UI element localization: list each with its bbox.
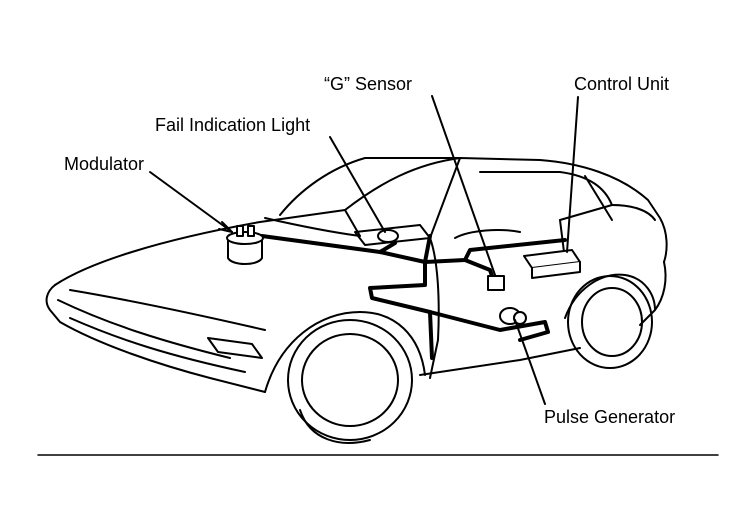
label-modulator: Modulator bbox=[64, 154, 145, 174]
control-unit-box bbox=[523, 249, 581, 279]
label-fail-indication-light: Fail Indication Light bbox=[155, 115, 311, 135]
front-wheel bbox=[287, 319, 413, 444]
fail-light-unit bbox=[377, 229, 399, 243]
label-g-sensor: “G” Sensor bbox=[324, 74, 413, 94]
modulator-unit bbox=[226, 225, 264, 265]
car-body bbox=[45, 157, 668, 393]
label-pulse-generator: Pulse Generator bbox=[544, 407, 676, 427]
wiring-harness bbox=[260, 234, 567, 360]
leader-lines bbox=[149, 95, 579, 405]
g-sensor-unit bbox=[487, 275, 505, 291]
pulse-generator-unit bbox=[499, 307, 527, 325]
label-control-unit: Control Unit bbox=[574, 74, 670, 94]
rear-wheel bbox=[567, 275, 653, 369]
